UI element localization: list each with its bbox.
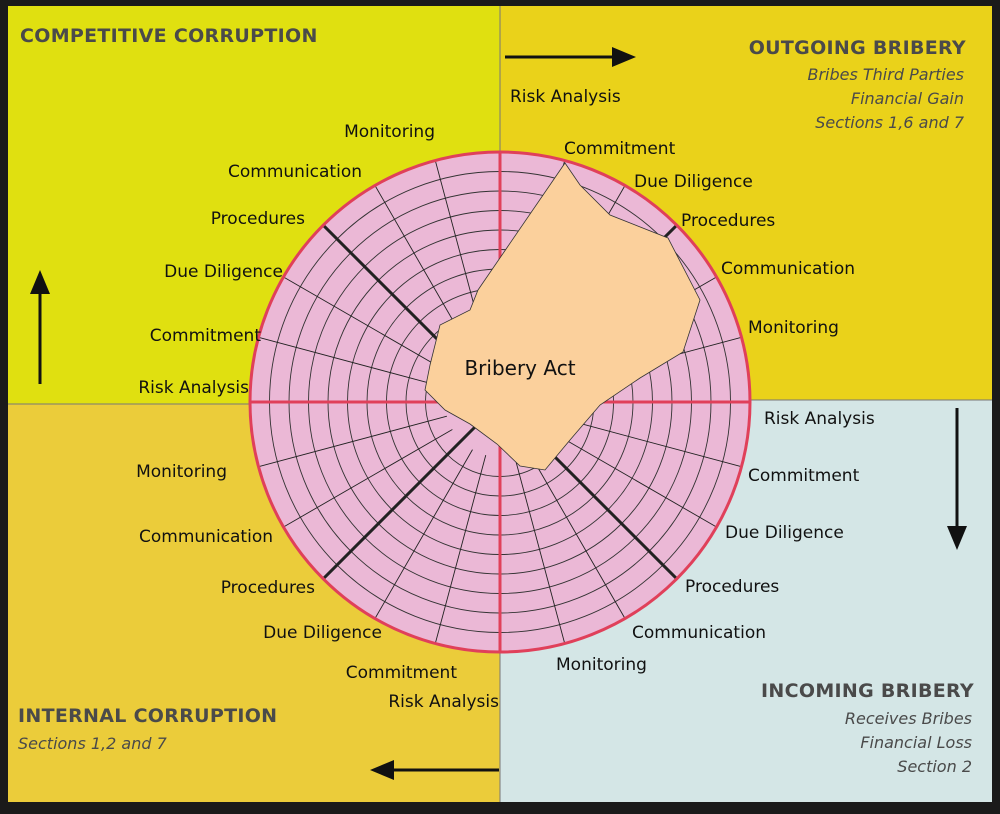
subtitle-outgoing-3: Sections 1,6 and 7 bbox=[815, 113, 965, 132]
wheel-spokes bbox=[250, 152, 750, 652]
subtitle-internal-1: Sections 1,2 and 7 bbox=[18, 734, 168, 753]
subtitle-incoming-3: Section 2 bbox=[897, 757, 972, 776]
tl-label-procedures: Procedures bbox=[211, 209, 305, 229]
wheel-spoke bbox=[322, 400, 502, 580]
bl-label-risk-analysis: Risk Analysis bbox=[388, 692, 499, 712]
subtitle-outgoing-2: Financial Gain bbox=[851, 89, 964, 108]
wheel-spoke bbox=[527, 449, 626, 619]
wheel-spoke bbox=[513, 455, 566, 644]
tr-label-risk-analysis: Risk Analysis bbox=[510, 87, 621, 107]
br-label-monitoring: Monitoring bbox=[556, 655, 647, 675]
tr-label-due-diligence: Due Diligence bbox=[634, 172, 753, 192]
wheel-spoke bbox=[258, 336, 447, 389]
wheel-spoke bbox=[283, 429, 453, 528]
bl-label-procedures: Procedures bbox=[221, 578, 315, 598]
br-label-risk-analysis: Risk Analysis bbox=[764, 409, 875, 429]
subtitle-outgoing-1: Bribes Third Parties bbox=[807, 65, 964, 84]
flow-arrows bbox=[30, 47, 967, 780]
tr-label-monitoring: Monitoring bbox=[748, 318, 839, 338]
arrow-up-icon bbox=[30, 270, 50, 384]
subtitle-incoming-2: Financial Loss bbox=[860, 733, 972, 752]
br-label-due-diligence: Due Diligence bbox=[725, 523, 844, 543]
br-label-procedures: Procedures bbox=[685, 577, 779, 597]
title-internal-corruption: INTERNAL CORRUPTION bbox=[18, 705, 277, 727]
wheel-spoke bbox=[434, 455, 487, 644]
wheel-spoke bbox=[547, 429, 717, 528]
wheel-spoke bbox=[283, 276, 453, 375]
arrow-left-icon bbox=[370, 760, 499, 780]
tl-label-risk-analysis: Risk Analysis bbox=[138, 378, 249, 398]
radar-wheel: Bribery Act bbox=[248, 150, 752, 654]
subtitle-incoming-1: Receives Bribes bbox=[845, 709, 972, 728]
tl-label-commitment: Commitment bbox=[150, 326, 262, 346]
center-label: Bribery Act bbox=[464, 356, 575, 380]
arrow-right-icon bbox=[505, 47, 636, 67]
wheel-spoke bbox=[258, 415, 447, 468]
score-polygon bbox=[424, 162, 701, 471]
arrow-down-icon bbox=[947, 408, 967, 550]
tl-label-due-diligence: Due Diligence bbox=[164, 262, 283, 282]
title-competitive-corruption: COMPETITIVE CORRUPTION bbox=[20, 25, 318, 47]
bl-label-communication: Communication bbox=[139, 527, 273, 547]
br-label-commitment: Commitment bbox=[748, 466, 860, 486]
wheel-spoke bbox=[374, 449, 473, 619]
wheel-rim bbox=[248, 150, 752, 654]
tl-label-monitoring: Monitoring bbox=[344, 122, 435, 142]
title-outgoing-bribery: OUTGOING BRIBERY bbox=[749, 37, 966, 59]
br-label-communication: Communication bbox=[632, 623, 766, 643]
bl-label-commitment: Commitment bbox=[346, 663, 458, 683]
bl-label-due-diligence: Due Diligence bbox=[263, 623, 382, 643]
tr-label-procedures: Procedures bbox=[681, 211, 775, 231]
title-incoming-bribery: INCOMING BRIBERY bbox=[761, 680, 974, 702]
tr-label-communication: Communication bbox=[721, 259, 855, 279]
bl-label-monitoring: Monitoring bbox=[136, 462, 227, 482]
wheel-spoke bbox=[553, 415, 742, 468]
tr-label-commitment: Commitment bbox=[564, 139, 676, 159]
tl-label-communication: Communication bbox=[228, 162, 362, 182]
